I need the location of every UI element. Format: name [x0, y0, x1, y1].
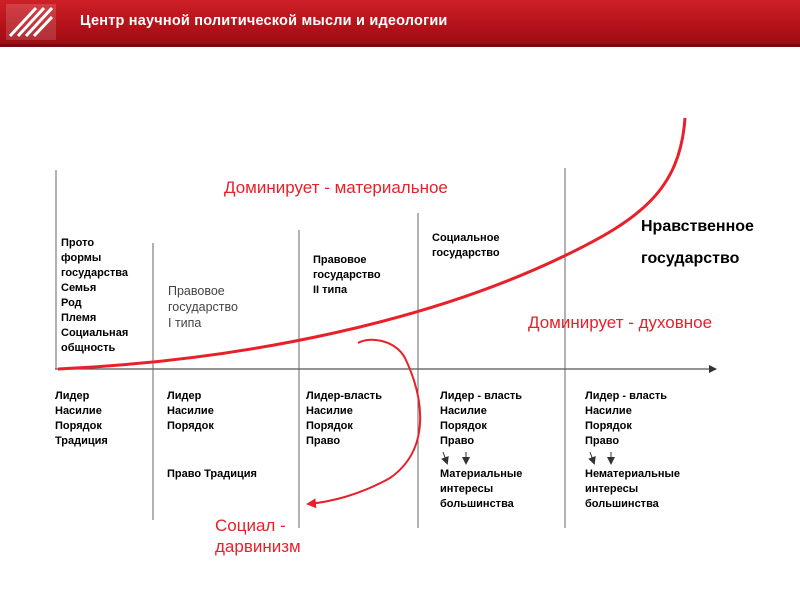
stage-name: Социальное государство	[432, 232, 500, 259]
moral-state-label: Нравственное государство	[641, 218, 754, 267]
stage-extra: Материальные интересы большинства	[440, 468, 523, 510]
development-curve	[57, 117, 687, 371]
stage-features: Лидер-власть Насилие Порядок Право	[306, 390, 382, 447]
darwinism-branch-arrow	[306, 338, 422, 509]
stage-extra: Право Традиция	[167, 468, 257, 480]
top-label: Доминирует - материальное	[224, 178, 448, 197]
header-bar: Центр научной политической мысли и идеол…	[0, 0, 800, 44]
social-darwinism-label: Социал - дарвинизм	[215, 516, 301, 556]
stage-extra: Нематериальные интересы большинства	[585, 468, 681, 510]
stage-features: Лидер Насилие Порядок	[167, 390, 214, 432]
logo-icon	[6, 4, 56, 40]
header-divider	[0, 44, 800, 47]
stage-features: Лидер - власть Насилие Порядок Право	[440, 390, 523, 447]
bottom-right-label: Доминирует - духовное	[528, 313, 713, 332]
arrow-icon	[588, 451, 596, 465]
stage-name: Правовое государство II типа	[313, 254, 381, 296]
header-title: Центр научной политической мысли и идеол…	[80, 13, 448, 29]
arrow-icon	[441, 451, 449, 465]
stage-name: Правовое государство I типа	[168, 284, 238, 330]
stage-features: Лидер - власть Насилие Порядок Право	[585, 390, 668, 447]
stage-name: Прото формы государства Семья Род Племя …	[61, 237, 129, 354]
stage-features: Лидер Насилие Порядок Традиция	[55, 390, 108, 447]
